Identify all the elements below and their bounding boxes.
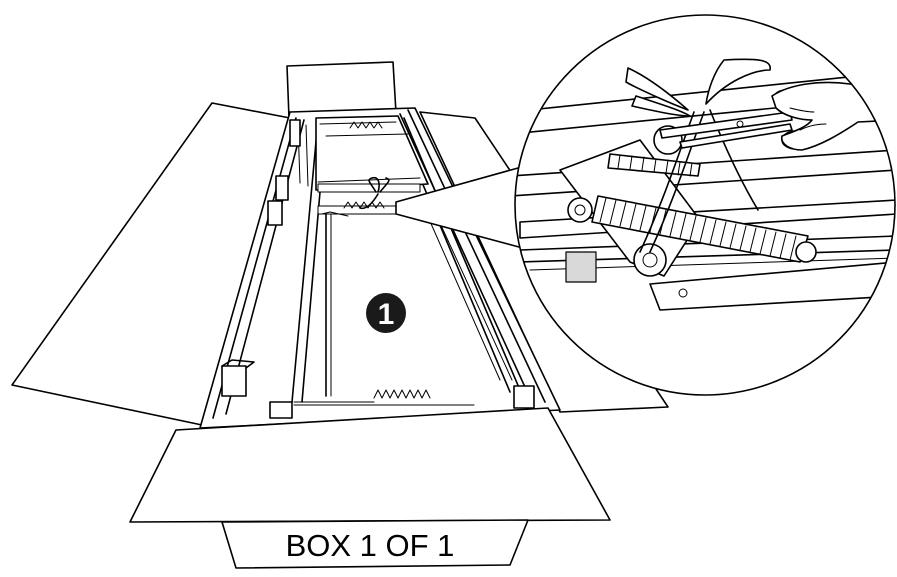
spring-detail [567, 195, 817, 263]
step-badge: 1 [366, 293, 406, 333]
detail-magnifier [514, 14, 896, 396]
box-bottom-flap [129, 407, 611, 523]
box-label-panel: BOX 1 OF 1 [221, 519, 529, 569]
frame-middle-rod [325, 213, 332, 397]
cable-tie-icon [359, 176, 390, 210]
step-number: 1 [378, 298, 395, 331]
box-body [199, 107, 561, 429]
spring-icon [293, 121, 475, 406]
frame-head-section [315, 115, 429, 217]
box-label: BOX 1 OF 1 [286, 528, 455, 563]
packing-blocks [221, 119, 535, 419]
